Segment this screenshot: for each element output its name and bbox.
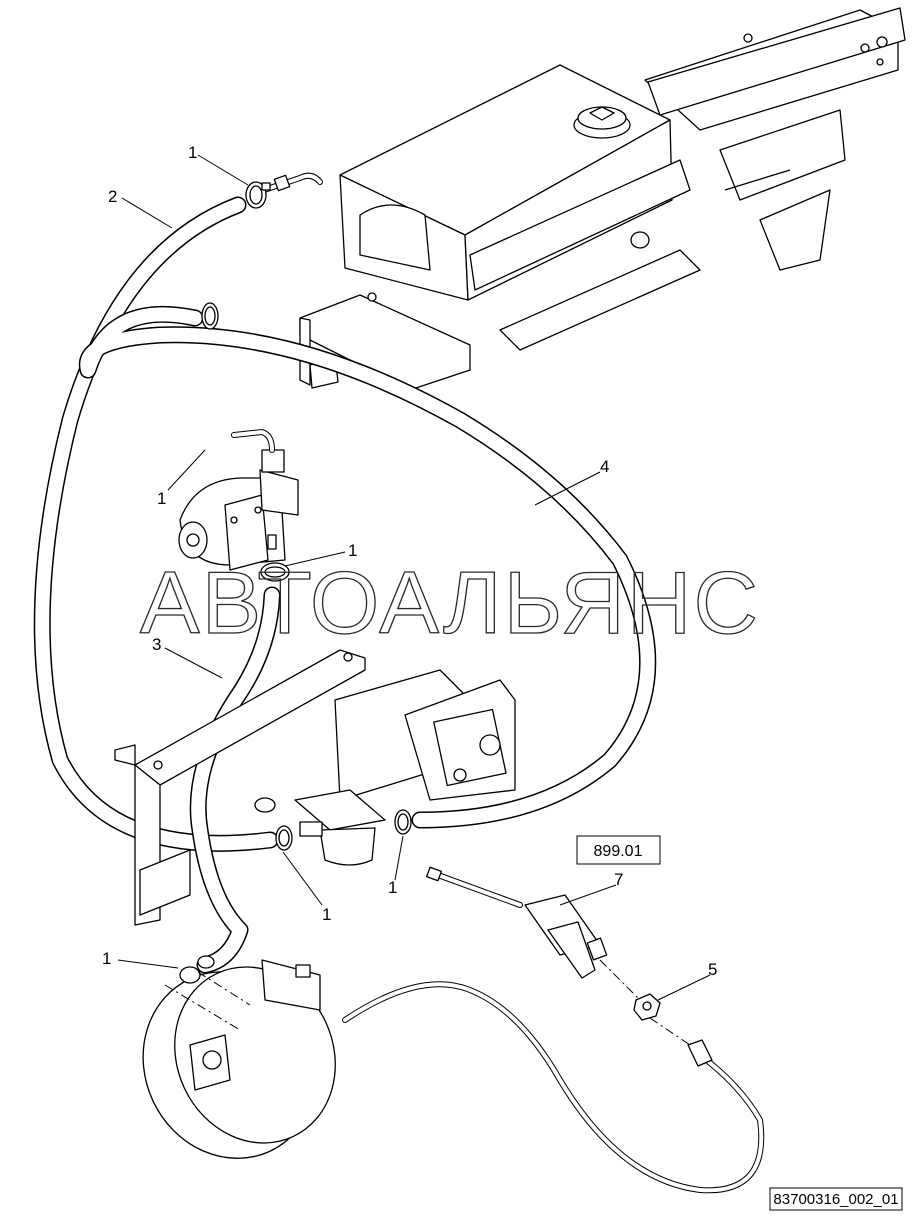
watermark: АВТОАЛЬЯНС (140, 553, 760, 652)
callout-clamp-heater-right: 1 (388, 878, 397, 897)
hose-clamp-pump-in (201, 302, 219, 330)
hose-clamp-pump-out (260, 562, 290, 582)
hose-2 (33, 196, 279, 852)
hose-clamp-top (245, 181, 271, 209)
washer-reservoir (339, 64, 701, 351)
reference-label: 899.01 (594, 843, 643, 860)
callout-hose-4: 4 (600, 457, 609, 476)
bottom-reservoir (142, 955, 336, 1159)
callout-sensor-7: 7 (614, 870, 623, 889)
spray-tube (342, 981, 765, 1194)
drawing-id-box: 83700316_002_01 (769, 1187, 903, 1211)
callout-clamp-pump-in: 1 (157, 489, 166, 508)
drawing-id: 83700316_002_01 (773, 1191, 898, 1208)
callout-nut-5: 5 (708, 960, 717, 979)
mounting-bracket (644, 7, 906, 271)
hose-4 (78, 305, 657, 829)
heater-bracket (114, 649, 516, 926)
callout-hose-2: 2 (108, 187, 117, 206)
nut-5 (633, 993, 661, 1021)
callout-clamp-bottom: 1 (102, 949, 111, 968)
assembly-lines (164, 959, 691, 1046)
callout-labels: 1 2 1 1 4 3 1 1 7 1 5 (102, 143, 717, 979)
hose-clamp-heater-right (394, 809, 412, 835)
callout-clamp-pump-out: 1 (348, 541, 357, 560)
reference-box: 899.01 (576, 835, 661, 865)
washer-pump (178, 428, 299, 571)
callout-hose-3: 3 (152, 635, 161, 654)
hose-clamp-heater-left (275, 825, 293, 851)
leader-lines (117, 154, 711, 1001)
callout-clamp-heater-left: 1 (322, 905, 331, 924)
sensor-7 (426, 866, 608, 979)
hose-3 (189, 586, 281, 974)
callout-clamp-top: 1 (188, 143, 197, 162)
top-fitting (255, 172, 323, 195)
